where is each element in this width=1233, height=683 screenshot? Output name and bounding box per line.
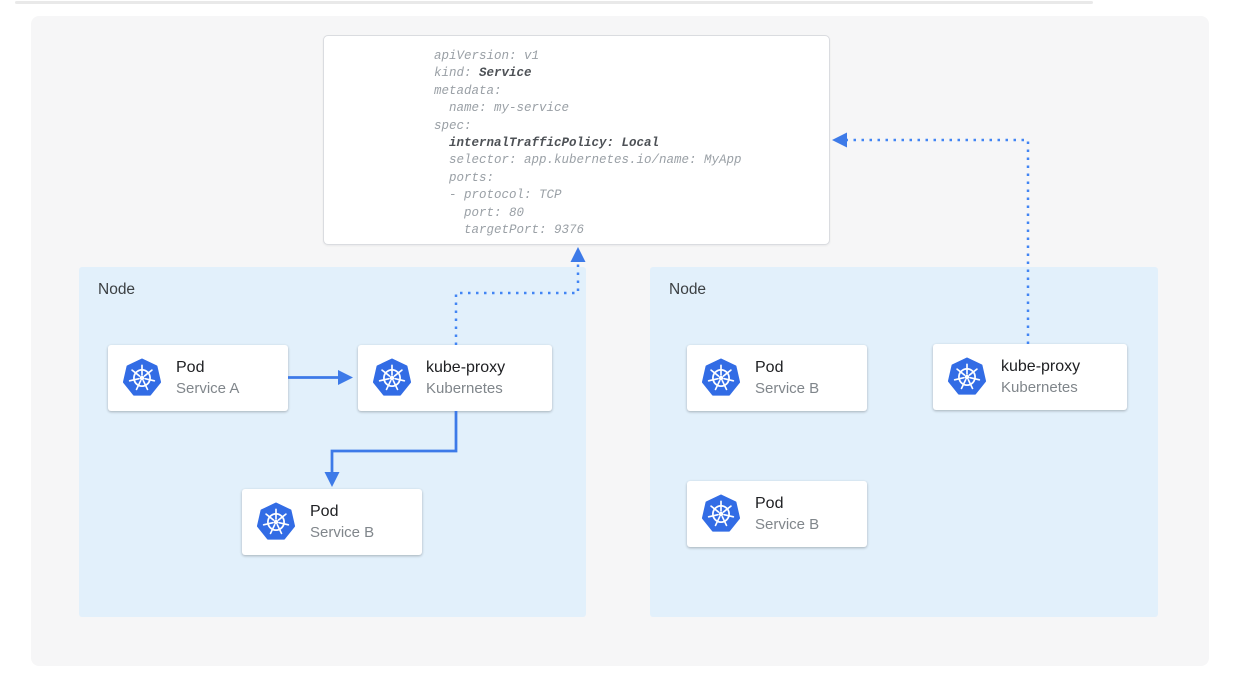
top-divider xyxy=(15,1,1093,4)
kubernetes-icon xyxy=(256,502,296,542)
code-line: port: 80 xyxy=(434,205,525,220)
card-title: kube-proxy xyxy=(1001,357,1081,375)
kubernetes-icon xyxy=(947,357,987,397)
code-line: name: my-service xyxy=(434,101,570,116)
code-line: targetPort: 9376 xyxy=(434,223,585,238)
card-title: Pod xyxy=(755,358,784,376)
card-subtitle: Kubernetes xyxy=(426,379,503,397)
card-title: Pod xyxy=(176,358,205,376)
code-line: - protocol: TCP xyxy=(434,188,562,203)
card-subtitle: Service B xyxy=(310,523,375,541)
code-line: internalTrafficPolicy: Local xyxy=(449,136,660,151)
pod-card-service-b-right-top: Pod Service B xyxy=(687,345,867,411)
kubernetes-icon xyxy=(372,358,412,398)
code-line: metadata: xyxy=(434,83,502,98)
pod-card-service-b-left: Pod Service B xyxy=(242,489,422,555)
kubernetes-icon xyxy=(122,358,162,398)
code-line: ports: xyxy=(434,170,495,185)
card-subtitle: Service A xyxy=(176,379,240,397)
code-line: apiVersion: v1 xyxy=(434,49,540,63)
node-box-right: Node xyxy=(650,267,1158,617)
card-title: Pod xyxy=(755,494,784,512)
pod-card-service-b-right-bottom: Pod Service B xyxy=(687,481,867,547)
kubernetes-icon xyxy=(701,358,741,398)
service-yaml-box: apiVersion: v1 kind: Service metadata: n… xyxy=(323,35,830,245)
node-label: Node xyxy=(98,281,136,298)
card-subtitle: Service B xyxy=(755,515,820,533)
card-title: kube-proxy xyxy=(426,358,506,376)
node-box-left: Node xyxy=(79,267,586,617)
card-subtitle: Service B xyxy=(755,379,820,397)
card-subtitle: Kubernetes xyxy=(1001,378,1078,396)
card-title: Pod xyxy=(310,502,339,520)
kubernetes-icon xyxy=(701,494,741,534)
kube-proxy-card-right: kube-proxy Kubernetes xyxy=(933,344,1127,410)
node-label: Node xyxy=(669,281,707,298)
code-line: spec: xyxy=(434,118,472,133)
code-line: selector: app.kubernetes.io/name: MyApp xyxy=(434,153,742,168)
pod-card-service-a: Pod Service A xyxy=(108,345,288,411)
kube-proxy-card-left: kube-proxy Kubernetes xyxy=(358,345,552,411)
code-line: kind: Service xyxy=(434,66,532,81)
